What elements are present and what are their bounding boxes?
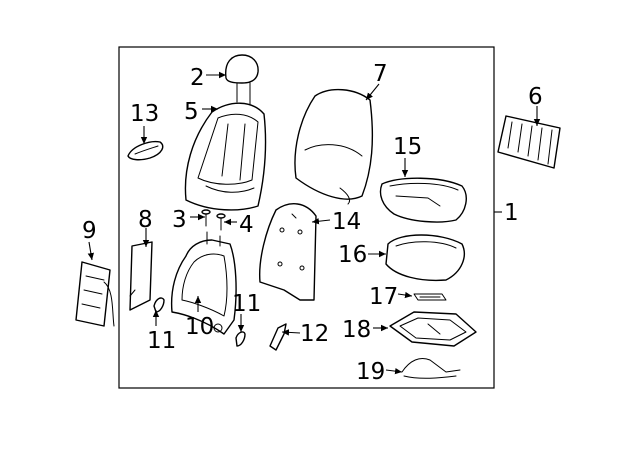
lever-part[interactable] (269, 323, 287, 351)
lumbar-pad-part[interactable] (497, 115, 561, 169)
callout-12: 12 (300, 321, 329, 347)
seat-back-pad-part[interactable] (294, 89, 374, 205)
clip-part-right[interactable] (235, 331, 246, 347)
callout-2: 2 (190, 65, 205, 91)
trim-cover-part[interactable] (127, 140, 164, 161)
wire-bracket-part[interactable] (413, 293, 447, 301)
callout-19: 19 (356, 359, 385, 385)
callout-17: 17 (369, 284, 398, 310)
callout-5: 5 (184, 99, 199, 125)
callout-numbers: 1 2 3 4 5 6 7 8 9 10 11 11 12 13 14 15 1… (82, 61, 543, 385)
wire-harness-part[interactable] (401, 358, 461, 379)
callout-16: 16 (338, 242, 367, 268)
leader-lines (87, 71, 541, 375)
seat-pad-part[interactable] (385, 234, 465, 282)
seat-back-cushion-part[interactable] (184, 102, 267, 211)
callout-15: 15 (393, 134, 422, 160)
assembly-frame (118, 46, 495, 389)
seat-adjuster-frame-part[interactable] (389, 311, 477, 347)
bolt-part-4[interactable] (216, 213, 226, 231)
bolt-part[interactable] (201, 209, 211, 227)
control-module-part[interactable] (75, 261, 115, 327)
callout-18: 18 (342, 317, 371, 343)
callout-9: 9 (82, 218, 97, 244)
callout-6: 6 (528, 84, 543, 110)
callout-1: 1 (504, 200, 519, 226)
side-panel-part[interactable] (129, 241, 153, 311)
seat-back-frame-part[interactable] (170, 231, 237, 335)
clip-part-left[interactable] (153, 297, 165, 313)
back-panel-part[interactable] (258, 203, 317, 301)
seat-cushion-part[interactable] (379, 177, 467, 223)
callout-4: 4 (239, 212, 254, 238)
callout-10: 10 (185, 314, 214, 340)
callout-13: 13 (130, 101, 159, 127)
callout-7: 7 (373, 61, 388, 87)
callout-8: 8 (138, 207, 153, 233)
callout-3: 3 (172, 207, 187, 233)
callout-11-right: 11 (232, 291, 261, 317)
callout-11-left: 11 (147, 328, 176, 354)
headrest-part[interactable] (225, 54, 259, 105)
callout-14: 14 (332, 209, 361, 235)
